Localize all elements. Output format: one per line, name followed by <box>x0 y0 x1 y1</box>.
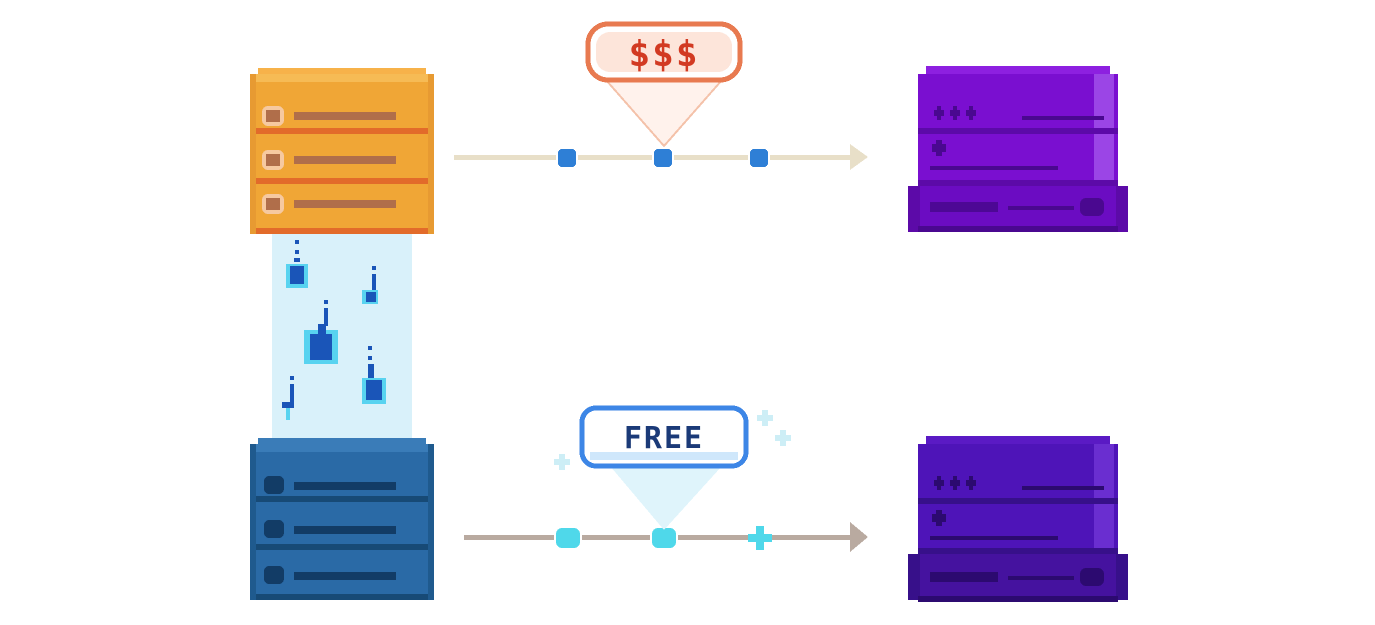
sparkle-icon <box>757 410 773 426</box>
arrow-right-icon <box>850 144 868 170</box>
destination-server-bottom <box>908 436 1128 602</box>
paid-node-2 <box>654 149 672 167</box>
droplet-icon <box>304 300 338 364</box>
free-node-2 <box>652 528 676 548</box>
paid-node-1 <box>558 149 576 167</box>
paid-badge: $$$ <box>585 21 743 148</box>
paid-node-3 <box>750 149 768 167</box>
source-database-top <box>250 68 434 234</box>
free-transfer-line <box>464 522 868 552</box>
server-icon <box>908 66 1128 232</box>
database-icon <box>250 68 434 234</box>
drips <box>282 240 386 420</box>
transfer-beam <box>272 226 412 441</box>
source-database-bottom <box>250 438 434 600</box>
droplet-icon <box>362 346 386 404</box>
destination-server-top <box>908 66 1128 232</box>
paid-badge-label: $$$ <box>628 34 699 75</box>
free-badge-label: FREE <box>624 421 704 456</box>
sparkle-icon <box>748 526 772 550</box>
paid-transfer-line <box>454 144 868 170</box>
free-badge: FREE <box>579 405 749 530</box>
droplet-icon <box>362 266 378 304</box>
database-icon <box>250 438 434 600</box>
free-node-1 <box>556 528 580 548</box>
droplet-icon <box>286 240 308 288</box>
droplet-icon <box>282 376 294 420</box>
server-icon <box>908 436 1128 602</box>
sparkles <box>554 410 791 470</box>
sparkle-icon <box>554 454 570 470</box>
sparkle-icon <box>775 430 791 446</box>
arrow-right-icon <box>850 522 868 552</box>
